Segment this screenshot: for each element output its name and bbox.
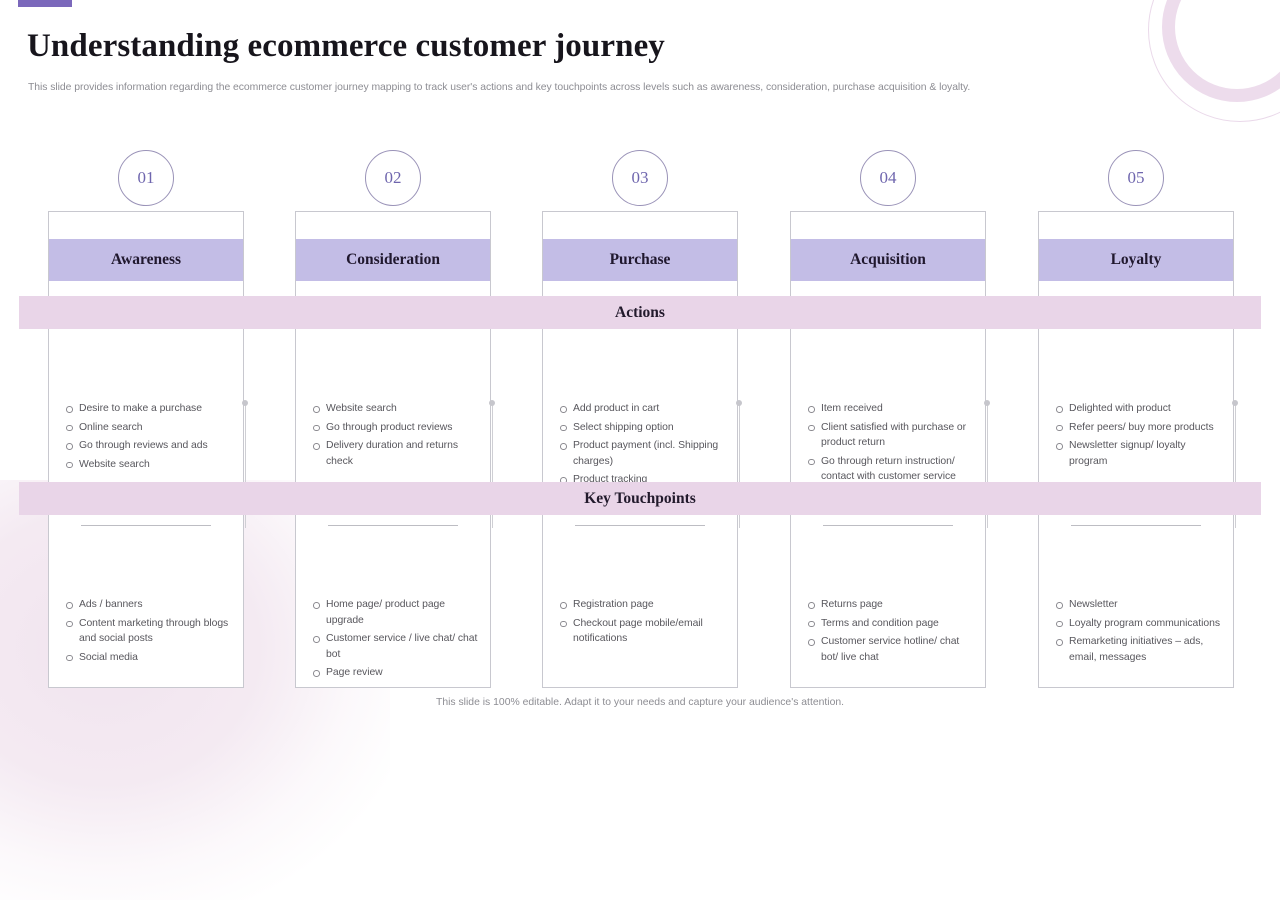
list-item: Terms and condition page <box>801 616 975 632</box>
connector-dot <box>1232 400 1238 406</box>
connector-line <box>1234 404 1236 528</box>
list-item: Go through product reviews <box>306 420 480 436</box>
list-item: Page review <box>306 665 480 681</box>
list-item: Refer peers/ buy more products <box>1049 420 1223 436</box>
section-band-touchpoints: Key Touchpoints <box>19 482 1261 515</box>
stage-title: Loyalty <box>1039 239 1233 281</box>
list-item: Customer service hotline/ chat bot/ live… <box>801 634 975 665</box>
list-item: Delivery duration and returns check <box>306 438 480 469</box>
list-item: Website search <box>59 457 233 473</box>
list-item: Add product in cart <box>553 401 727 417</box>
connector-pin <box>984 400 990 528</box>
section-band-actions: Actions <box>19 296 1261 329</box>
connector-pin <box>736 400 742 528</box>
list-item: Social media <box>59 650 233 666</box>
connector-dot <box>242 400 248 406</box>
list-item: Newsletter <box>1049 597 1223 613</box>
list-item: Remarketing initiatives – ads, email, me… <box>1049 634 1223 665</box>
connector-line <box>244 404 246 528</box>
list-item: Checkout page mobile/email notifications <box>553 616 727 647</box>
list-item: Newsletter signup/ loyalty program <box>1049 438 1223 469</box>
connector-dot <box>489 400 495 406</box>
stage-number-badge: 01 <box>118 150 174 206</box>
footer-note: This slide is 100% editable. Adapt it to… <box>435 697 845 708</box>
stage-title: Consideration <box>296 239 490 281</box>
connector-pin <box>242 400 248 528</box>
connector-line <box>491 404 493 528</box>
list-item: Delighted with product <box>1049 401 1223 417</box>
stage-number-badge: 03 <box>612 150 668 206</box>
list-item: Customer service / live chat/ chat bot <box>306 631 480 662</box>
connector-pin <box>489 400 495 528</box>
bullet-list: Website search Go through product reviews… <box>306 401 480 469</box>
list-item: Website search <box>306 401 480 417</box>
list-item: Desire to make a purchase <box>59 401 233 417</box>
top-left-accent-bar <box>18 0 72 7</box>
cell-divider <box>81 525 211 526</box>
stage-number-badge: 02 <box>365 150 421 206</box>
connector-line <box>738 404 740 528</box>
cell-divider <box>1071 525 1201 526</box>
list-item: Ads / banners <box>59 597 233 613</box>
cell-divider <box>823 525 953 526</box>
list-item: Go through reviews and ads <box>59 438 233 454</box>
connector-dot <box>984 400 990 406</box>
stage-number-badge: 04 <box>860 150 916 206</box>
list-item: Returns page <box>801 597 975 613</box>
list-item: Registration page <box>553 597 727 613</box>
list-item: Home page/ product page upgrade <box>306 597 480 628</box>
list-item: Online search <box>59 420 233 436</box>
stage-number-badge: 05 <box>1108 150 1164 206</box>
connector-dot <box>736 400 742 406</box>
list-item: Select shipping option <box>553 420 727 436</box>
list-item: Content marketing through blogs and soci… <box>59 616 233 647</box>
page-title: Understanding ecommerce customer journey <box>27 28 665 64</box>
stage-title: Purchase <box>543 239 737 281</box>
stage-title: Awareness <box>49 239 243 281</box>
list-item: Product payment (incl. Shipping charges) <box>553 438 727 469</box>
list-item: Client satisfied with purchase or produc… <box>801 420 975 451</box>
list-item: Go through return instruction/ contact w… <box>801 454 975 485</box>
cell-divider <box>575 525 705 526</box>
page-subtitle: This slide provides information regardin… <box>28 82 971 93</box>
connector-line <box>986 404 988 528</box>
list-item: Item received <box>801 401 975 417</box>
actions-cell: Website search Go through product reviews… <box>296 390 490 538</box>
stage-title: Acquisition <box>791 239 985 281</box>
list-item: Loyalty program communications <box>1049 616 1223 632</box>
cell-divider <box>328 525 458 526</box>
connector-pin <box>1232 400 1238 528</box>
